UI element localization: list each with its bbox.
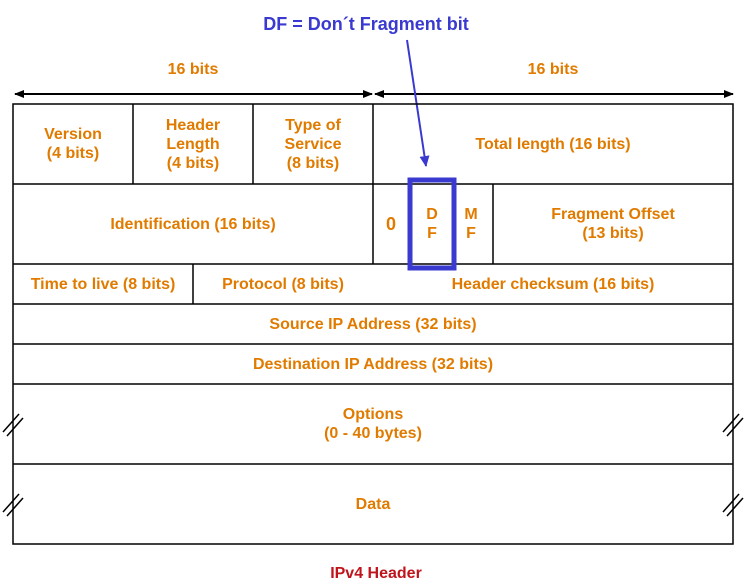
left-width-label: 16 bits bbox=[167, 61, 219, 78]
flag-df: D F bbox=[426, 206, 438, 242]
field-header-checksum: Header checksum (16 bits) bbox=[451, 275, 655, 293]
break-marks bbox=[2, 413, 744, 517]
field-type-of-service: Type of Service (8 bits) bbox=[284, 116, 342, 172]
field-destination-ip: Destination IP Address (32 bits) bbox=[252, 355, 494, 373]
field-identification: Identification (16 bits) bbox=[110, 215, 276, 233]
diagram-caption: IPv4 Header bbox=[330, 565, 422, 582]
df-highlight-box bbox=[407, 177, 457, 271]
field-protocol: Protocol (8 bits) bbox=[222, 275, 344, 293]
field-source-ip: Source IP Address (32 bits) bbox=[269, 315, 477, 333]
field-data: Data bbox=[355, 495, 391, 513]
flag-mf: M F bbox=[464, 206, 478, 242]
df-annotation: DF = Don´t Fragment bit bbox=[263, 14, 469, 34]
df-pointer-arrow bbox=[406, 39, 430, 167]
field-total-length: Total length (16 bits) bbox=[475, 135, 631, 153]
field-fragment-offset: Fragment Offset (13 bits) bbox=[551, 206, 675, 242]
right-width-label: 16 bits bbox=[527, 61, 579, 78]
field-version: Version (4 bits) bbox=[44, 126, 102, 162]
field-header-length: Header Length (4 bits) bbox=[165, 116, 221, 172]
field-ttl: Time to live (8 bits) bbox=[30, 275, 176, 293]
header-grid bbox=[12, 103, 734, 545]
flag-reserved-zero: 0 bbox=[385, 213, 396, 234]
field-options: Options (0 - 40 bytes) bbox=[324, 406, 422, 442]
